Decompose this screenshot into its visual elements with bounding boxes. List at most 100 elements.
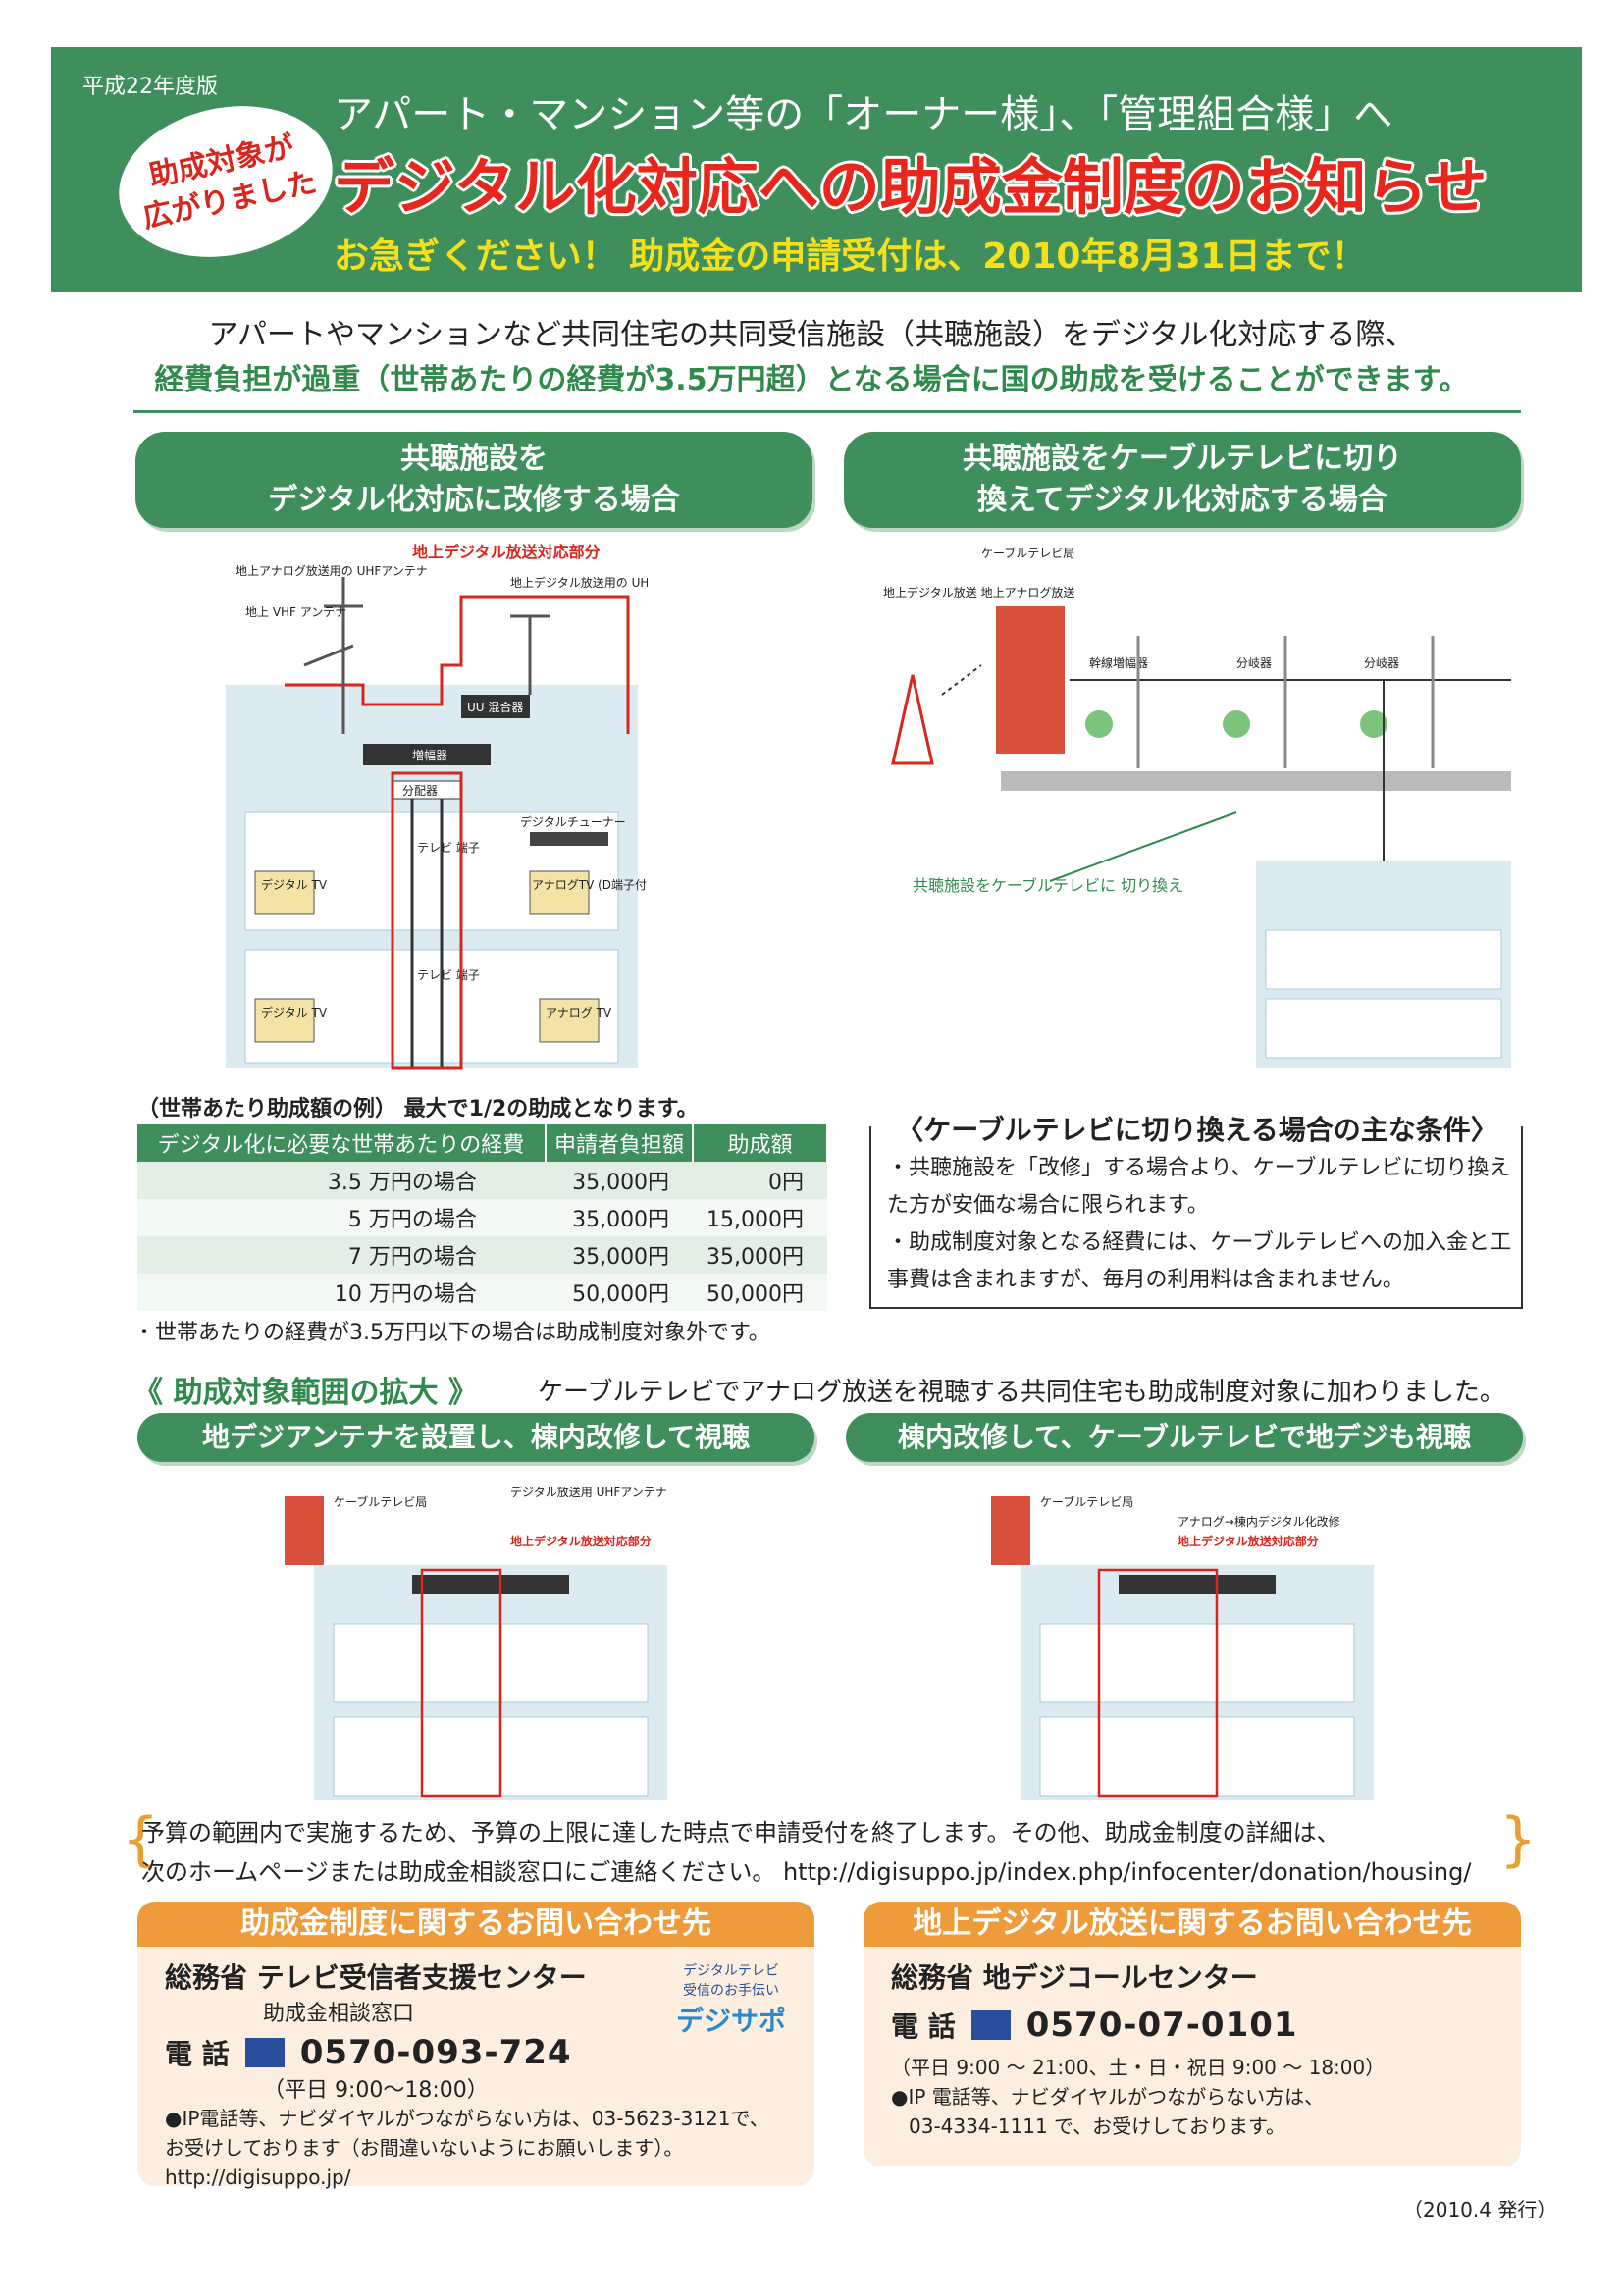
- table-cell: 0円: [693, 1162, 827, 1199]
- tel-label: 電 話: [165, 2038, 230, 2070]
- section-title-cable-digital: 棟内改修して、ケーブルテレビで地デジも視聴: [846, 1413, 1523, 1462]
- conditions-box: [869, 1126, 1523, 1309]
- table-note: ・世帯あたりの経費が3.5万円以下の場合は助成制度対象外です。: [133, 1321, 770, 1345]
- digital-tv-icon-2: [254, 998, 315, 1043]
- red-frame: [420, 1568, 502, 1798]
- broadcast-tower-icon: [891, 674, 934, 765]
- contact-url[interactable]: http://digisuppo.jp/: [165, 2166, 351, 2189]
- bracket-right: }: [1499, 1805, 1538, 1874]
- bracket-left: {: [122, 1805, 160, 1874]
- digisapo-logo: デジタルテレビ 受信のお手伝い デジサポ: [667, 1960, 795, 2039]
- edition-label: 平成22年度版: [82, 75, 218, 99]
- section-title-cable-text: 共聴施設をケーブルテレビに切り 換えてデジタル化対応する場合: [962, 442, 1403, 517]
- contact-sub: 助成金相談窓口: [263, 2002, 415, 2026]
- issue-date: （2010.4 発行）: [1403, 2198, 1557, 2221]
- contact-hours: （平日 9:00〜18:00）: [263, 2078, 489, 2103]
- analog-tv-d-icon: [529, 870, 590, 915]
- table-cell: 3.5 万円の場合: [137, 1162, 546, 1199]
- digital-tv-label: デジタル TV: [261, 877, 328, 892]
- expansion-heading: 《 助成対象範囲の拡大 》: [133, 1376, 478, 1410]
- badge-text: 助成対象が 広がりました: [139, 130, 320, 235]
- table-header: デジタル化に必要な世帯あたりの経費: [137, 1124, 547, 1162]
- table-header: 申請者負担額: [545, 1124, 695, 1162]
- header-audience: アパート・マンション等の「オーナー様」、「管理組合様」へ: [334, 92, 1393, 137]
- navi-dial-icon: [244, 2038, 285, 2067]
- small-floor-1: [1265, 929, 1502, 990]
- red-frame: [391, 771, 463, 1070]
- table-cell: 35,000円: [693, 1236, 827, 1274]
- uu-mixer-label: UU 混合器: [467, 700, 523, 714]
- contact-note: ●IP電話等、ナビダイヤルがつながらない方は、03-5623-3121で、お受け…: [165, 2107, 769, 2160]
- uu-mixer-icon: [461, 695, 530, 718]
- analog-tv-icon: [539, 998, 600, 1043]
- condition-item: ・共聴施設を「改修」する場合より、ケーブルテレビに切り換えた方が安価な場合に限ら…: [887, 1156, 1511, 1218]
- table-cell: 15,000円: [693, 1199, 827, 1236]
- digital-tv-label-2: デジタル TV: [261, 1005, 328, 1019]
- section-title-renovate-text: 共聴施設を デジタル化対応に改修する場合: [268, 442, 680, 517]
- table-cell: 10 万円の場合: [137, 1274, 546, 1311]
- divider: [133, 410, 1521, 413]
- amplifier-icon: [363, 744, 491, 765]
- vhf-label: 地上 VHF アンテナ: [245, 605, 346, 619]
- section-title-antenna-text: 地デジアンテナを設置し、棟内改修して視聴: [201, 1421, 751, 1453]
- tel-label: 電 話: [891, 2010, 956, 2043]
- amplifier-icon: [412, 1575, 569, 1594]
- cable-station-icon: [996, 606, 1065, 754]
- branch-label-1: 分岐器: [1236, 656, 1272, 670]
- expansion-text: ケーブルテレビでアナログ放送を視聴する共同住宅も助成制度対象に加わりました。: [538, 1378, 1505, 1407]
- contact-note-2: 03-4334-1111 で、お受けしております。: [909, 2114, 1286, 2138]
- subsidy-table-title: （世帯あたり助成額の例） 最大で1/2の助成となります。: [137, 1097, 699, 1122]
- cable-station-label: ケーブルテレビ局: [1040, 1494, 1133, 1509]
- budget-line: 次のホームページまたは助成金相談窓口にご連絡ください。 http://digis…: [141, 1858, 1472, 1886]
- tree-icon-2: [1223, 710, 1250, 738]
- branch-label-2: 分岐器: [1364, 656, 1399, 670]
- tv-terminal-label-2: テレビ 端子: [417, 968, 480, 982]
- intro-line-2: 経費負担が過重（世帯あたりの経費が3.5万円超）となる場合に国の助成を受けること…: [154, 363, 1469, 397]
- cable-station-icon: [991, 1496, 1030, 1565]
- red-label: 地上デジタル放送対応部分: [412, 543, 601, 561]
- antenna-label: デジタル放送用 UHFアンテナ: [510, 1485, 667, 1499]
- section-title-renovate: 共聴施設を デジタル化対応に改修する場合: [135, 432, 812, 528]
- tv-terminal-label: テレビ 端子: [417, 841, 480, 855]
- conditions-text: ・共聴施設を「改修」する場合より、ケーブルテレビに切り換えた方が安価な場合に限ら…: [887, 1150, 1515, 1299]
- contact-heading: 地上デジタル放送に関するお問い合わせ先: [864, 1902, 1521, 1947]
- contact-subsidy: 助成金制度に関するお問い合わせ先 総務省 テレビ受信者支援センター 助成金相談窓…: [137, 1902, 814, 2189]
- page-title: デジタル化対応への助成金制度のお知らせ: [334, 151, 1488, 223]
- contact-digital: 地上デジタル放送に関するお問い合わせ先 総務省 地デジコールセンター 電 話 0…: [864, 1902, 1521, 2166]
- analog-tv-d-label: アナログTV (D端子付): [532, 878, 648, 892]
- trunk-amp-label: 幹線増幅器: [1089, 655, 1148, 670]
- table-cell: 5 万円の場合: [137, 1199, 546, 1236]
- floor-2: [333, 1716, 649, 1797]
- contact-org: 総務省 地デジコールセンター: [891, 1961, 1258, 1994]
- uhf-analog-label: 地上アナログ放送用の UHFアンテナ: [236, 563, 428, 578]
- contact-note: ●IP 電話等、ナビダイヤルがつながらない方は、: [891, 2085, 1325, 2109]
- digital-part-outline: [285, 595, 630, 734]
- budget-note: 予算の範囲内で実施するため、予算の上限に達した時点で申請受付を終了します。その他…: [141, 1813, 1515, 1892]
- cable-station-icon: [285, 1496, 324, 1565]
- deadline-notice: お急ぎください！ 助成金の申請受付は、2010年8月31日まで！: [334, 236, 1367, 277]
- cable-station-label: ケーブルテレビ局: [334, 1494, 427, 1509]
- condition-item: ・助成制度対象となる経費には、ケーブルテレビへの加入金と工事費は含まれますが、毎…: [887, 1230, 1512, 1292]
- intro-line-1: アパートやマンションなど共同住宅の共同受信施設（共聴施設）をデジタル化対応する際…: [208, 318, 1415, 352]
- table-cell: 7 万円の場合: [137, 1236, 546, 1274]
- contact-org: 総務省 テレビ受信者支援センター: [165, 1961, 587, 1994]
- red-label: 地上デジタル放送対応部分: [510, 1534, 652, 1548]
- tree-icon-3: [1360, 710, 1387, 738]
- floor-1: [1039, 1623, 1355, 1703]
- table-cell: 35,000円: [545, 1236, 694, 1274]
- table-cell: 35,000円: [545, 1162, 694, 1199]
- red-frame: [1097, 1568, 1219, 1798]
- logo-caption: デジタルテレビ 受信のお手伝い: [683, 1963, 779, 1999]
- analog-tv-label: アナログ TV: [546, 1006, 612, 1019]
- cable-station-label: ケーブルテレビ局: [981, 546, 1074, 560]
- red-label: 地上デジタル放送対応部分: [1178, 1534, 1319, 1548]
- broadcast-label: 地上デジタル放送 地上アナログ放送: [883, 585, 1074, 600]
- section-title-cable: 共聴施設をケーブルテレビに切り 換えてデジタル化対応する場合: [844, 432, 1521, 528]
- budget-line: 予算の範囲内で実施するため、予算の上限に達した時点で申請受付を終了します。その他…: [141, 1819, 1340, 1847]
- phone-number: 0570-093-724: [299, 2033, 572, 2072]
- splitter-label: 分配器: [402, 784, 438, 798]
- section-title-antenna: 地デジアンテナを設置し、棟内改修して視聴: [137, 1413, 814, 1462]
